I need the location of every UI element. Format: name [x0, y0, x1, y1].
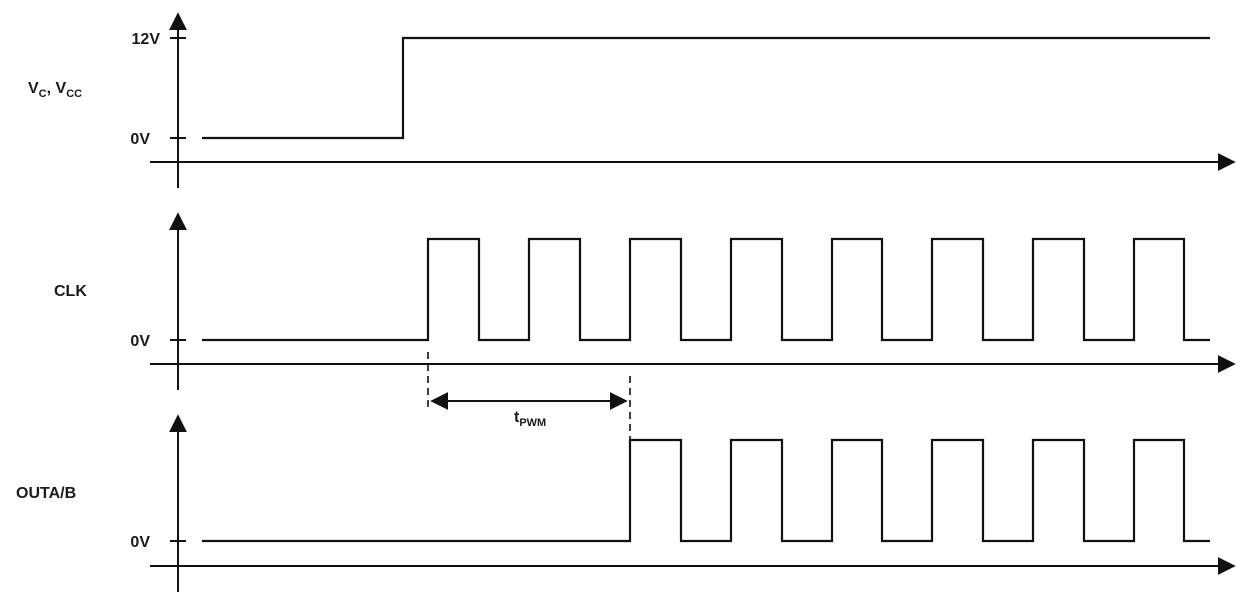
supply-label-sub1: C [39, 88, 47, 100]
supply-signal-label: VC, VCC [28, 80, 82, 100]
clk-waveform [202, 237, 1210, 342]
supply-label-main: V [28, 80, 39, 97]
outab-waveform [202, 438, 1210, 543]
tpwm-interval: tPWM [427, 352, 631, 440]
panel-clk: 0V CLK [54, 212, 1236, 390]
supply-waveform [202, 36, 1210, 140]
supply-label-sub2: CC [66, 88, 82, 100]
tpwm-label-sub: PWM [519, 417, 546, 429]
supply-tick-high-label: 12V [132, 31, 161, 48]
supply-tick-low-label: 0V [130, 131, 150, 148]
tpwm-label: tPWM [514, 409, 546, 429]
panel-outab: 0V OUTA/B [16, 414, 1236, 592]
panel-supply: 12V 0V VC, VCC [28, 12, 1236, 188]
outab-signal-label: OUTA/B [16, 485, 76, 502]
supply-label-mid: , V [47, 80, 67, 97]
tpwm-label-main: t [514, 409, 520, 426]
outab-tick-low-label: 0V [130, 534, 150, 551]
clk-signal-label: CLK [54, 283, 87, 300]
clk-tick-low-label: 0V [130, 333, 150, 350]
